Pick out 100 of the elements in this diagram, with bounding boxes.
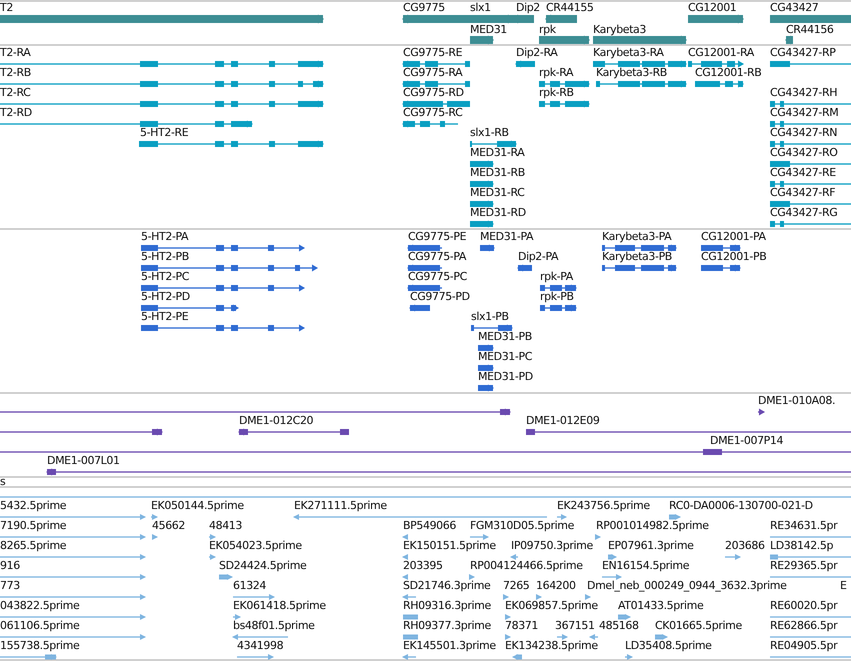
feature-label: CR44156 (786, 23, 834, 36)
feature-label: CG43427-RO (770, 146, 838, 159)
feature-label: 7265 (503, 579, 530, 592)
feature-label: 4341998 (237, 639, 284, 652)
feature-label: FGM310D05.5prime (470, 519, 574, 532)
feature-label: Karybeta3-PB (602, 250, 672, 263)
feature-label: rpk-PB (540, 290, 574, 303)
feature-label: CG43427-RN (770, 126, 838, 139)
feature-label: 48413 (209, 519, 242, 532)
feature-label: EK243756.5prime (557, 499, 650, 512)
feature-label: MED31 (470, 23, 507, 36)
feature-label: rpk-PA (540, 270, 573, 283)
feature-label: slx1-RB (470, 126, 509, 139)
feature-label: 78371 (505, 619, 538, 632)
feature-label: MED31-RA (470, 146, 524, 159)
feature-label: Dip2-PA (518, 250, 558, 263)
feature-label: 485168 (599, 619, 639, 632)
feature-label: CG12001-PB (701, 250, 766, 263)
feature-label: CG12001 (688, 1, 736, 14)
feature-label: 043822.5prime (0, 599, 80, 612)
feature-label: CG43427-RG (770, 206, 838, 219)
feature-label: 203686 (725, 539, 765, 552)
feature-label: T2-RA (0, 46, 30, 59)
feature-label: E (840, 579, 847, 592)
feature-label: bs48f01.5prime (233, 619, 315, 632)
feature-label: T2-RD (0, 106, 32, 119)
feature-label: CG43427-RH (770, 86, 838, 99)
feature-label: CR44155 (546, 1, 594, 14)
feature-label: CK01665.5prime (655, 619, 742, 632)
feature-label: rpk (539, 23, 556, 36)
feature-label: 7190.5prime (0, 519, 66, 532)
feature-label: EK069857.5prime (505, 599, 598, 612)
feature-label: MED31-PC (478, 350, 532, 363)
feature-label: DME1-007P14 (710, 434, 784, 447)
feature-label: AT01433.5prime (618, 599, 704, 612)
feature-label: EN16154.5prime (602, 559, 690, 572)
feature-label: 8265.5prime (0, 539, 66, 552)
feature-label: slx1 (470, 1, 491, 14)
feature-label: T2-RC (0, 86, 30, 99)
feature-label: EK050144.5prime (151, 499, 244, 512)
feature-label: Karybeta3 (593, 23, 646, 36)
feature-label: Dip2 (516, 1, 540, 14)
feature-label: T2-RB (0, 66, 31, 79)
feature-label: RH09316.3prime (403, 599, 491, 612)
feature-label: rpk-RA (539, 66, 574, 79)
feature-label: CG43427-RF (770, 186, 836, 199)
feature-label: 773 (0, 579, 20, 592)
feature-label: Dmel_neb_000249_0944_3632.3prime (587, 579, 786, 592)
feature-label: CG9775-RC (403, 106, 462, 119)
feature-label: slx1-PB (471, 310, 509, 323)
feature-label: MED31-PA (480, 230, 534, 243)
feature-label: 5-HT2-PE (141, 310, 188, 323)
feature-label: CG43427-RE (770, 166, 836, 179)
feature-label: Karybeta3-RA (593, 46, 664, 59)
feature-label: RE34631.5pr (770, 519, 838, 532)
feature-label: 5-HT2-PC (141, 270, 190, 283)
feature-label: CG9775-RA (403, 66, 462, 79)
feature-label: CG9775-RD (403, 86, 464, 99)
feature-label: RP004124466.5prime (470, 559, 583, 572)
feature-label: DME1-012E09 (526, 414, 600, 427)
feature-label: DME1-012C20 (239, 414, 314, 427)
feature-label: Dip2-RA (516, 46, 558, 59)
feature-label: CG12001-RA (688, 46, 754, 59)
feature-label: MED31-RB (470, 166, 525, 179)
feature-label: 061106.5prime (0, 619, 80, 632)
feature-label: MED31-RC (470, 186, 524, 199)
feature-label: Karybeta3-PA (602, 230, 672, 243)
feature-label: EK271111.5prime (294, 499, 387, 512)
feature-label: RE60020.5pr (770, 599, 838, 612)
feature-label: EP07961.3prime (608, 539, 694, 552)
feature-label: rpk-RB (539, 86, 574, 99)
feature-label: SD24424.5prime (219, 559, 306, 572)
feature-label: 5-HT2-PA (141, 230, 188, 243)
feature-label: 5432.5prime (0, 499, 66, 512)
feature-label: 203395 (403, 559, 443, 572)
feature-label: EK054023.5prime (209, 539, 302, 552)
feature-label: CG43427-RM (770, 106, 838, 119)
feature-label: Karybeta3-RB (596, 66, 667, 79)
feature-label: 5-HT2-PB (141, 250, 189, 263)
feature-label: RE29365.5pr (770, 559, 838, 572)
feature-label: CG9775 (403, 1, 445, 14)
feature-label: RE62866.5pr (770, 619, 838, 632)
feature-label: 45662 (152, 519, 185, 532)
feature-label: CG12001-RB (695, 66, 762, 79)
feature-label: LD38142.5p (770, 539, 834, 552)
feature-label: RC0-DA0006-130700-021-D (669, 499, 813, 512)
feature-label: T2 (0, 1, 13, 14)
feature-label: LD35408.5prime (625, 639, 712, 652)
feature-label: 5-HT2-RE (140, 126, 188, 139)
feature-label: IP09750.3prime (511, 539, 593, 552)
feature-label: EK061418.5prime (233, 599, 326, 612)
feature-label: EK150151.5prime (403, 539, 496, 552)
feature-label: 155738.5prime (0, 639, 80, 652)
feature-label: 367151 (555, 619, 595, 632)
feature-label: CG43427 (770, 1, 818, 14)
feature-label: CG9775-PC (408, 270, 467, 283)
feature-label: 61324 (233, 579, 266, 592)
feature-label: MED31-PB (478, 330, 532, 343)
feature-label: CG12001-PA (701, 230, 766, 243)
feature-label: 5-HT2-PD (141, 290, 190, 303)
